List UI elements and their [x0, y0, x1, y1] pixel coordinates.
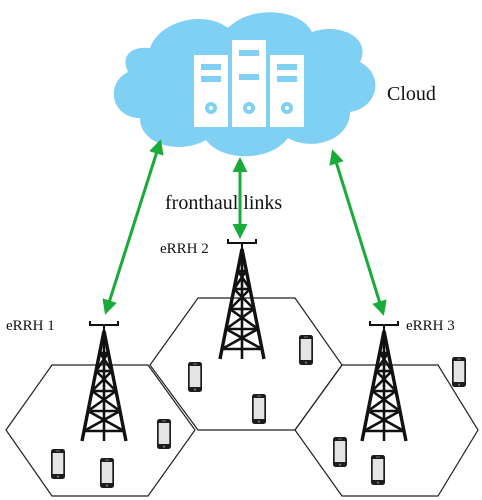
cloud: [113, 12, 376, 157]
cell-2: [149, 297, 343, 431]
phone-icon: [299, 335, 313, 365]
cell-3: [294, 364, 479, 497]
phone-icon: [333, 437, 347, 467]
fronthaul-link-1: [102, 139, 164, 315]
cell-1: [5, 364, 196, 497]
server-icon: [232, 40, 266, 127]
tower-label-erhh2: eRRH 2: [160, 241, 209, 257]
cell-boundaries: [5, 297, 479, 497]
phone-icon: [252, 394, 266, 424]
fronthaul-links: [102, 139, 387, 316]
cloud-label: Cloud: [387, 83, 436, 105]
tower-icon-erhh3: [360, 319, 408, 443]
fronthaul-links-label: fronthaul links: [165, 192, 282, 214]
tower-icon-erhh2: [218, 237, 266, 361]
phone-icon: [371, 455, 385, 485]
server-icon: [270, 55, 304, 127]
phone-icon: [188, 362, 202, 392]
server-icon: [194, 55, 228, 127]
tower-label-erhh1: eRRH 1: [6, 318, 55, 334]
phone-icon: [452, 357, 466, 387]
phone-icon: [157, 419, 171, 449]
tower-icon-erhh1: [80, 319, 128, 443]
tower-label-erhh3: eRRH 3: [406, 318, 455, 334]
phone-icon: [100, 458, 114, 488]
fronthaul-link-3: [329, 149, 387, 316]
phone-icon: [51, 449, 65, 479]
